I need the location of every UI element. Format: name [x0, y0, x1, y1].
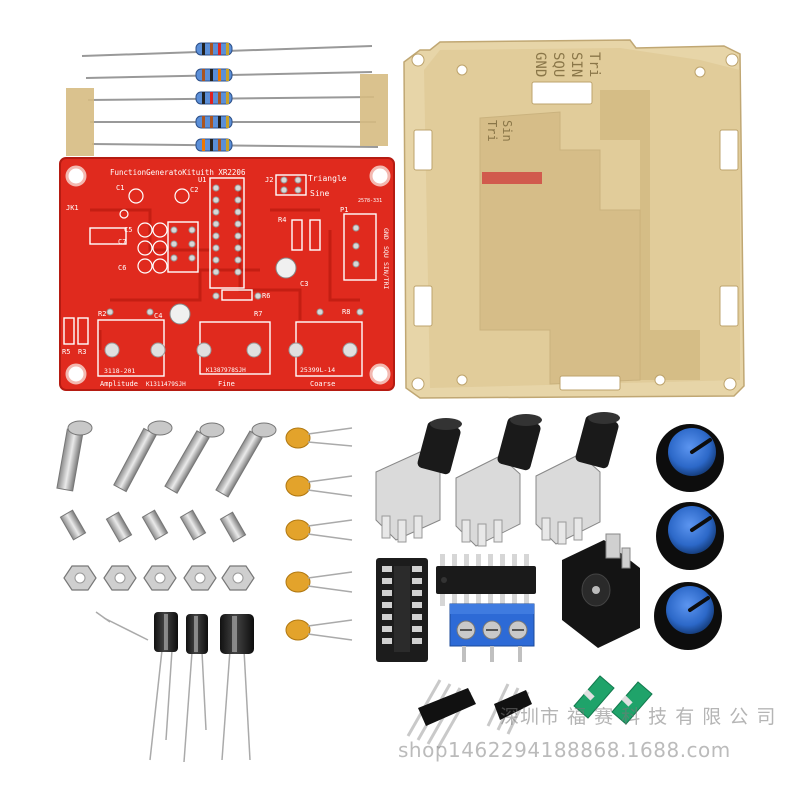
watermark-company: 深圳市 福 赛 科 技 有 限 公 司	[500, 706, 777, 728]
pcb-label-r8: R8	[342, 308, 350, 316]
pcb-triangle-label: Triangle	[308, 174, 347, 183]
potentiometer	[375, 418, 462, 543]
control-knobs	[654, 424, 724, 650]
ic-footprint	[209, 177, 245, 289]
case-slot	[719, 285, 739, 327]
pcb-label-c3: C3	[300, 280, 308, 288]
acrylic-case-pieces: GND SQU SIN Tri Tri Sin	[403, 39, 745, 399]
case-slot	[719, 129, 739, 171]
case-slot	[531, 81, 593, 105]
resistor	[85, 68, 373, 82]
pcb-sine-label: Sine	[310, 189, 329, 198]
pcb-label-c4: C4	[154, 312, 162, 320]
pcb-label-squ: SQU	[382, 246, 390, 258]
ceramic-capacitors	[285, 427, 353, 641]
blue-knob	[654, 582, 722, 650]
pcb-label-r2: R2	[98, 310, 106, 318]
case-slot	[413, 129, 433, 171]
screw	[56, 420, 93, 492]
case-slot	[559, 375, 621, 391]
pcb-label-r5: R5	[62, 348, 70, 356]
pcb-code-mid: K1387978SJH	[206, 367, 246, 374]
pcb-label-c5: C5	[124, 226, 132, 234]
pcb-label-sin-tri: SIN/TRI	[382, 262, 390, 289]
resistors	[66, 42, 388, 156]
pcb-amplitude-label: Amplitude	[100, 380, 138, 388]
jumper-clips	[573, 675, 653, 725]
pcb-board: FunctionGeneratoKituith XR2206 Triangle …	[59, 157, 395, 391]
pcb-coarse-label: Coarse	[310, 380, 335, 388]
resistor	[91, 138, 379, 152]
electrolytic-capacitors	[95, 611, 254, 763]
tape-strip-right	[360, 74, 388, 146]
pcb-code-small: 2578-331	[358, 198, 382, 204]
dc-power-jack	[562, 533, 640, 648]
case-slot	[413, 285, 433, 327]
blue-knob	[656, 502, 724, 570]
pcb-fine-label: Fine	[218, 380, 235, 388]
acrylic-label-sin: SIN	[568, 52, 584, 77]
blue-knob	[656, 424, 724, 492]
pcb-label-c1: C1	[116, 184, 124, 192]
short-screws	[59, 509, 247, 543]
pcb-label-p1: P1	[340, 206, 348, 214]
pcb-label-c7: C7	[118, 238, 126, 246]
potentiometers	[375, 412, 620, 547]
pcb-label-r4: R4	[278, 216, 286, 224]
pcb-label-j2: J2	[265, 176, 273, 184]
long-screws	[56, 420, 277, 498]
socket-footprint	[167, 221, 199, 273]
pcb-label-u1: U1	[198, 176, 206, 184]
acrylic-label-tri: Tri	[586, 52, 602, 77]
pcb-code-right: 25399L-14	[300, 366, 335, 374]
pcb-label-r6: R6	[262, 292, 270, 300]
potentiometer	[535, 412, 620, 545]
terminal-footprint	[343, 213, 377, 281]
acrylic-label-squ: SQU	[550, 52, 566, 77]
screw	[113, 420, 173, 493]
pcb-code-left: 3118-201	[104, 367, 135, 375]
electrolytic-cap-footprint	[275, 257, 297, 279]
pcb-label-c2: C2	[190, 186, 198, 194]
screw	[215, 422, 277, 498]
screw	[164, 422, 225, 494]
pcb-label-c6: C6	[118, 264, 126, 272]
pcb-amplitude-code: K1311479SJH	[146, 381, 186, 388]
acrylic-label-tri-small: Tri	[485, 120, 499, 142]
tape-strip-left	[66, 88, 94, 156]
pin-headers	[406, 679, 532, 749]
hex-nuts	[63, 565, 255, 591]
pcb-label-gnd: GND	[382, 228, 390, 240]
ic-socket	[376, 558, 428, 662]
watermark-shop-url: shop1462294188868.1688.com	[398, 738, 731, 762]
resistor	[81, 42, 373, 57]
resistor	[87, 91, 375, 105]
red-tape-strip	[482, 172, 542, 184]
xr2206-chip	[436, 554, 536, 606]
pcb-title: FunctionGeneratoKituith XR2206	[110, 168, 246, 177]
potentiometer	[455, 414, 542, 547]
screw-terminal-block	[449, 603, 535, 662]
pcb-label-r7: R7	[254, 310, 262, 318]
acrylic-label-gnd: GND	[532, 52, 548, 77]
pcb-label-jk1: JK1	[66, 204, 79, 212]
pcb-label-r3: R3	[78, 348, 86, 356]
resistor	[90, 115, 376, 129]
acrylic-label-sin-small: Sin	[500, 120, 514, 142]
